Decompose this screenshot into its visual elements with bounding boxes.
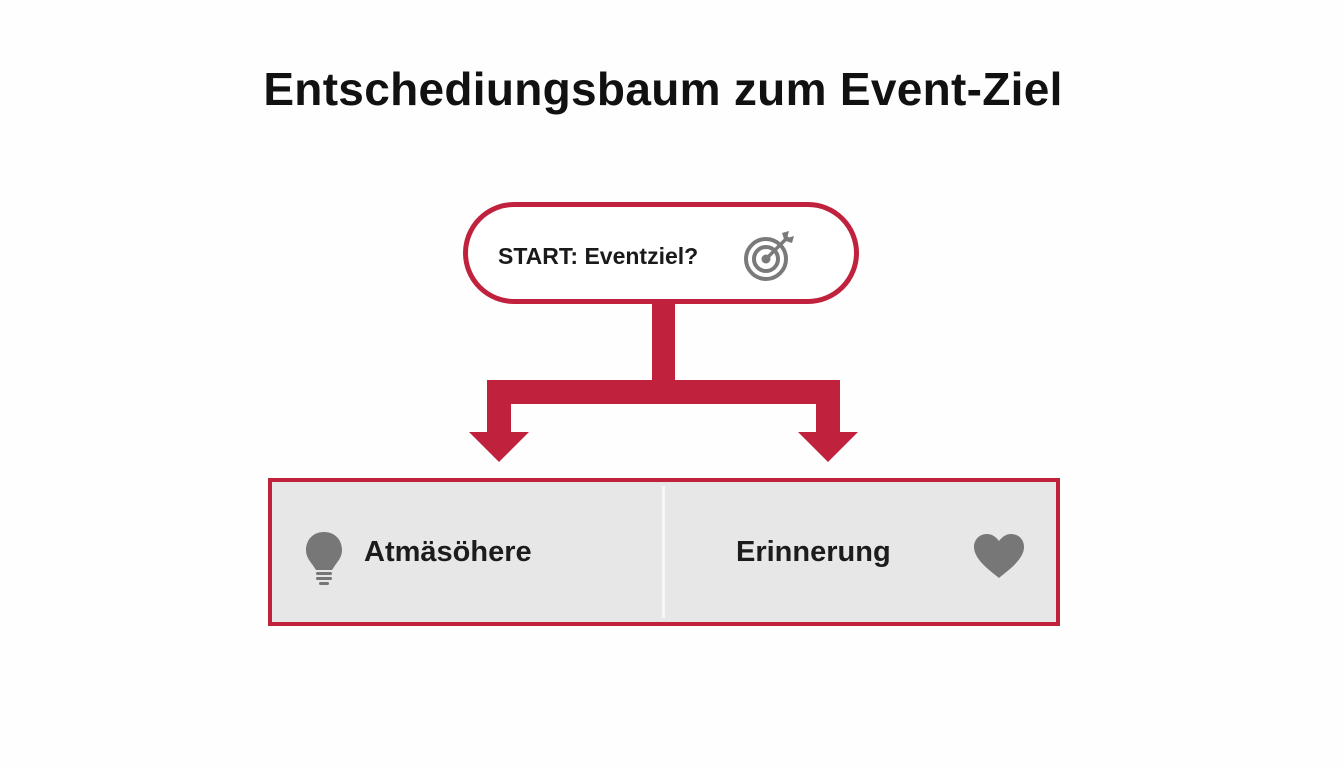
- target-arrow-icon: [744, 231, 794, 281]
- connector-left-drop: [487, 380, 511, 434]
- connector-stem: [652, 303, 675, 383]
- heart-icon: [974, 534, 1024, 578]
- connector-crossbar: [487, 380, 840, 404]
- option-divider: [662, 486, 665, 618]
- lightbulb-icon: [306, 532, 342, 585]
- option-memory: Erinnerung: [665, 482, 1056, 622]
- option-label-memory: Erinnerung: [736, 536, 891, 568]
- right-arrowhead: [798, 432, 858, 462]
- connector-right-drop: [816, 380, 840, 434]
- options-box: Atmäsöhere Erinnerung: [268, 478, 1060, 626]
- start-node: START: Eventziel?: [463, 202, 859, 304]
- diagram-title: Entschediungsbaum zum Event-Ziel: [263, 63, 1063, 115]
- start-node-label: START: Eventziel?: [498, 243, 699, 269]
- left-arrowhead: [469, 432, 529, 462]
- option-label-atmosphere: Atmäsöhere: [364, 536, 532, 568]
- option-atmosphere: Atmäsöhere: [272, 482, 662, 622]
